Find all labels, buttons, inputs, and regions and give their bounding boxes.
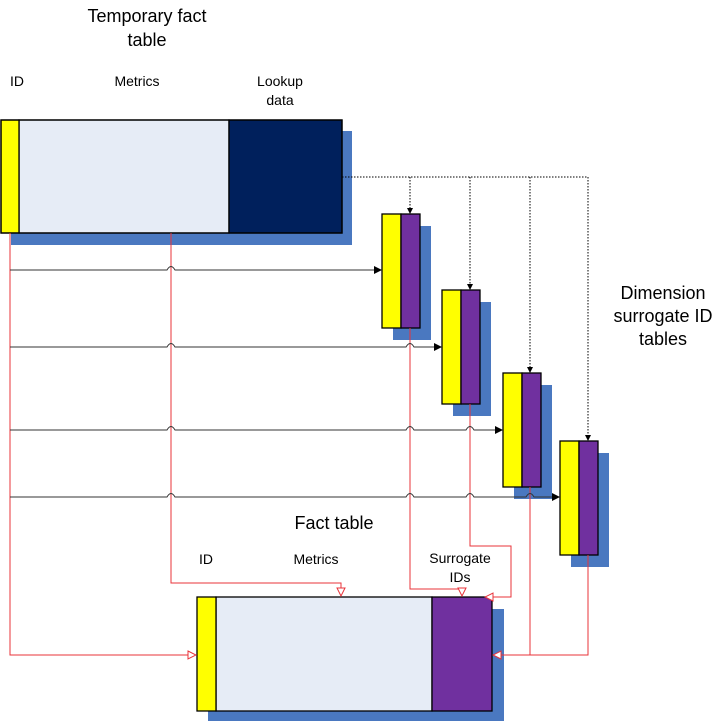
dimension-table-id xyxy=(381,213,402,329)
dimension-label-line3: tables xyxy=(639,329,687,349)
fact-col-surrogate-label-line2: IDs xyxy=(450,569,471,585)
temp-table-id xyxy=(0,119,20,234)
diagram-connectors xyxy=(9,176,591,655)
fact-table-metrics xyxy=(215,596,433,712)
temp-table-title-line1: Temporary fact xyxy=(87,6,206,26)
fact-table-surrogate xyxy=(431,596,493,712)
temp-col-metrics-label: Metrics xyxy=(114,73,159,89)
dimension-table-surrogate xyxy=(460,289,481,405)
surrogate1-to-fact-line xyxy=(409,328,462,596)
temp-table-title-line2: table xyxy=(127,30,166,50)
fact-col-id-label: ID xyxy=(199,551,213,567)
dimension-table-id xyxy=(559,440,580,556)
temp-col-lookup-label-line2: data xyxy=(266,92,293,108)
dimension-table-id xyxy=(441,289,462,405)
surrogate2-to-fact-line xyxy=(469,404,512,597)
dimension-table-surrogate xyxy=(400,213,421,329)
dimension-label-line1: Dimension xyxy=(620,283,705,303)
id-lookup-arrow xyxy=(10,493,560,501)
metrics-to-fact-line xyxy=(170,233,341,596)
temp-col-lookup-label-line1: Lookup xyxy=(257,73,303,89)
id-lookup-arrow xyxy=(10,426,503,434)
fact-col-metrics-label: Metrics xyxy=(293,551,338,567)
dimension-table-surrogate xyxy=(578,440,599,556)
dimension-table-id xyxy=(502,372,523,488)
dimension-label-line2: surrogate ID xyxy=(613,306,712,326)
fact-table-id xyxy=(196,596,217,712)
id-to-fact-line xyxy=(9,233,196,655)
temp-table-lookup xyxy=(228,119,343,234)
surrogate4-to-fact-line xyxy=(493,555,589,655)
fact-col-surrogate-label-line1: Surrogate xyxy=(429,550,491,566)
temp-table-metrics xyxy=(18,119,230,234)
fact-table-title: Fact table xyxy=(294,513,373,533)
dimension-table-surrogate xyxy=(521,372,542,488)
temp-col-id-label: ID xyxy=(10,73,24,89)
id-lookup-arrow xyxy=(10,343,442,351)
id-lookup-arrow xyxy=(10,266,382,274)
diagram-shapes xyxy=(0,119,609,721)
